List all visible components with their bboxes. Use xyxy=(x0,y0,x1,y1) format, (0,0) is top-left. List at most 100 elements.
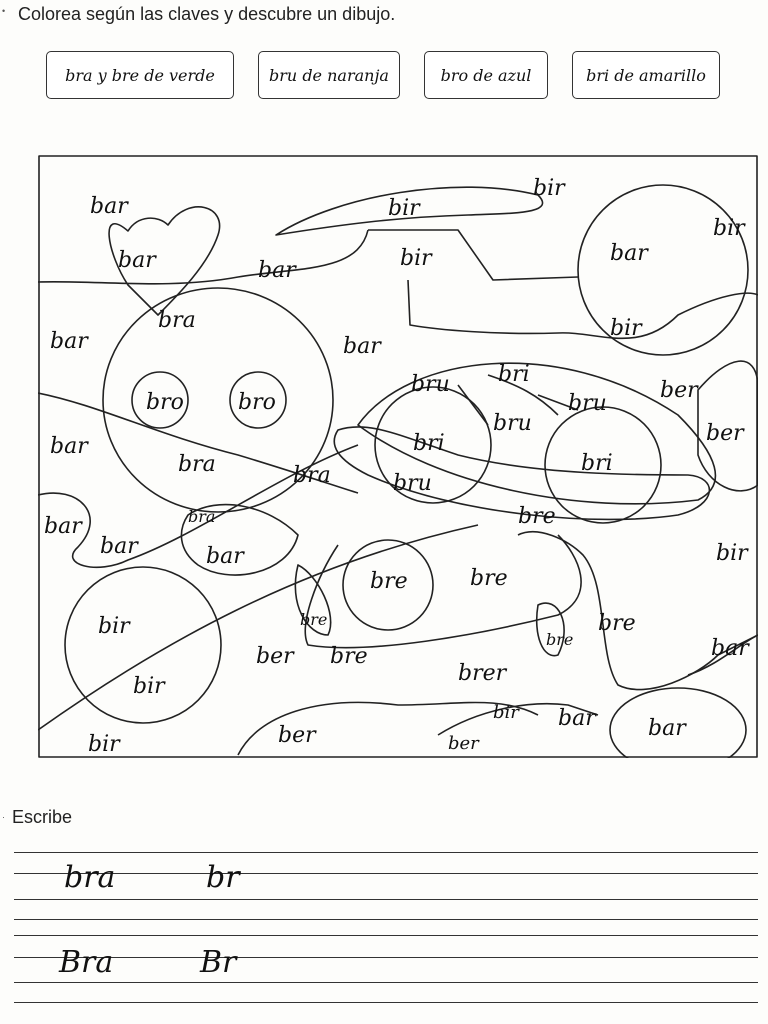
example-word: Br xyxy=(200,945,237,980)
key-bra-bre-verde: bra y bre de verde xyxy=(46,51,234,99)
turtle-head xyxy=(102,287,334,513)
key-bri-amarillo: bri de amarillo xyxy=(572,51,720,99)
ground-line xyxy=(38,392,359,494)
picture-label: bir xyxy=(88,732,121,757)
picture-label: bir xyxy=(533,176,566,201)
picture-label: bru xyxy=(568,391,607,416)
lower-wave-2 xyxy=(437,702,599,736)
picture-outlines xyxy=(38,155,758,758)
picture-label: bri xyxy=(581,451,613,476)
bottom-oval xyxy=(609,687,747,758)
rule-line xyxy=(14,1002,758,1003)
example-word: bra xyxy=(64,860,116,895)
picture-label: bre xyxy=(370,569,408,594)
mountain-line xyxy=(368,229,579,281)
right-hill xyxy=(687,634,758,676)
picture-label: bra xyxy=(188,507,215,526)
picture-label: bar xyxy=(258,258,297,283)
picture-label: bri xyxy=(498,362,530,387)
rule-line xyxy=(14,957,758,958)
picture-label: ber xyxy=(256,644,295,669)
picture-label: bar xyxy=(100,534,139,559)
picture-label: bar xyxy=(118,248,157,273)
body-spot xyxy=(342,539,434,631)
key-bru-naranja: bru de naranja xyxy=(258,51,400,99)
picture-label: bir xyxy=(388,196,421,221)
picture-label: bir xyxy=(98,614,131,639)
right-eye xyxy=(229,371,287,429)
example-word: br xyxy=(206,860,240,895)
picture-label: bar xyxy=(343,334,382,359)
heart-shape xyxy=(108,206,221,316)
picture-label: bro xyxy=(146,390,184,415)
picture-label: bar xyxy=(50,434,89,459)
shell-seam-1 xyxy=(487,374,559,416)
shell-spot-2 xyxy=(544,406,662,524)
bullet: · xyxy=(2,812,5,822)
writing-heading: Escribe xyxy=(12,807,73,827)
shell-seam-2 xyxy=(457,384,579,426)
picture-label: bra xyxy=(158,308,196,333)
picture-label: bir xyxy=(400,246,433,271)
picture-label: bar xyxy=(648,716,687,741)
picture-label: bar xyxy=(206,544,245,569)
turtle-body xyxy=(304,534,582,649)
picture-label: bre xyxy=(598,611,636,636)
picture-label: bir xyxy=(713,216,746,241)
picture-label: ber xyxy=(706,421,745,446)
turtle-shell xyxy=(357,362,717,505)
picture-label: brer xyxy=(458,661,508,686)
back-leg xyxy=(517,530,758,691)
picture-frame xyxy=(38,155,758,758)
picture-label: bir xyxy=(493,702,520,723)
cloud-wave xyxy=(275,186,544,236)
writing-lines-1: bra br xyxy=(14,852,758,922)
picture-label: bre xyxy=(470,566,508,591)
picture-label: bir xyxy=(133,674,166,699)
picture-label: bar xyxy=(50,329,89,354)
hill-line-left xyxy=(38,229,369,285)
writing-lines-2: Bra Br xyxy=(14,935,758,1005)
picture-label: bir xyxy=(610,316,643,341)
picture-label: bre xyxy=(518,504,556,529)
wave-left xyxy=(38,444,359,569)
rule-line xyxy=(14,873,758,874)
cloud-line-right xyxy=(407,279,758,340)
picture-label: bre xyxy=(546,630,573,649)
picture-label: bra xyxy=(293,463,331,488)
picture-label: bro xyxy=(238,390,276,415)
picture-labels: bar bar bir bir bir bar bir bar bir bra … xyxy=(44,176,750,757)
rule-line xyxy=(14,935,758,936)
picture-label: bar xyxy=(711,636,750,661)
shell-spot-1 xyxy=(374,386,492,504)
picture-label: bre xyxy=(300,610,327,629)
front-foot xyxy=(294,564,332,636)
example-word: Bra xyxy=(59,945,114,980)
rule-line xyxy=(14,982,758,983)
picture-label: bar xyxy=(90,194,129,219)
ball-circle xyxy=(64,566,222,724)
sun-circle xyxy=(577,184,749,356)
instruction-text: Colorea según las claves y descubre un d… xyxy=(18,4,396,24)
tail-shape xyxy=(697,360,758,492)
lower-wave-1 xyxy=(237,701,539,756)
shell-rim xyxy=(333,426,711,521)
rule-line xyxy=(14,919,758,920)
picture-label: bra xyxy=(178,452,216,477)
picture-label: ber xyxy=(278,723,317,748)
rule-line xyxy=(14,852,758,853)
picture-label: bar xyxy=(44,514,83,539)
picture-label: ber xyxy=(660,378,699,403)
rule-line xyxy=(14,899,758,900)
picture-label: bre xyxy=(330,644,368,669)
key-bro-azul: bro de azul xyxy=(424,51,548,99)
front-leg xyxy=(180,503,299,576)
picture-label: bru xyxy=(411,372,450,397)
picture-label: bar xyxy=(610,241,649,266)
picture-label: bru xyxy=(393,471,432,496)
picture-label: ber xyxy=(448,733,480,754)
back-foot xyxy=(535,602,565,657)
coloring-picture: bar bar bir bir bir bar bir bar bir bra … xyxy=(38,155,758,758)
picture-label: bar xyxy=(558,706,597,731)
picture-label: bri xyxy=(413,431,445,456)
